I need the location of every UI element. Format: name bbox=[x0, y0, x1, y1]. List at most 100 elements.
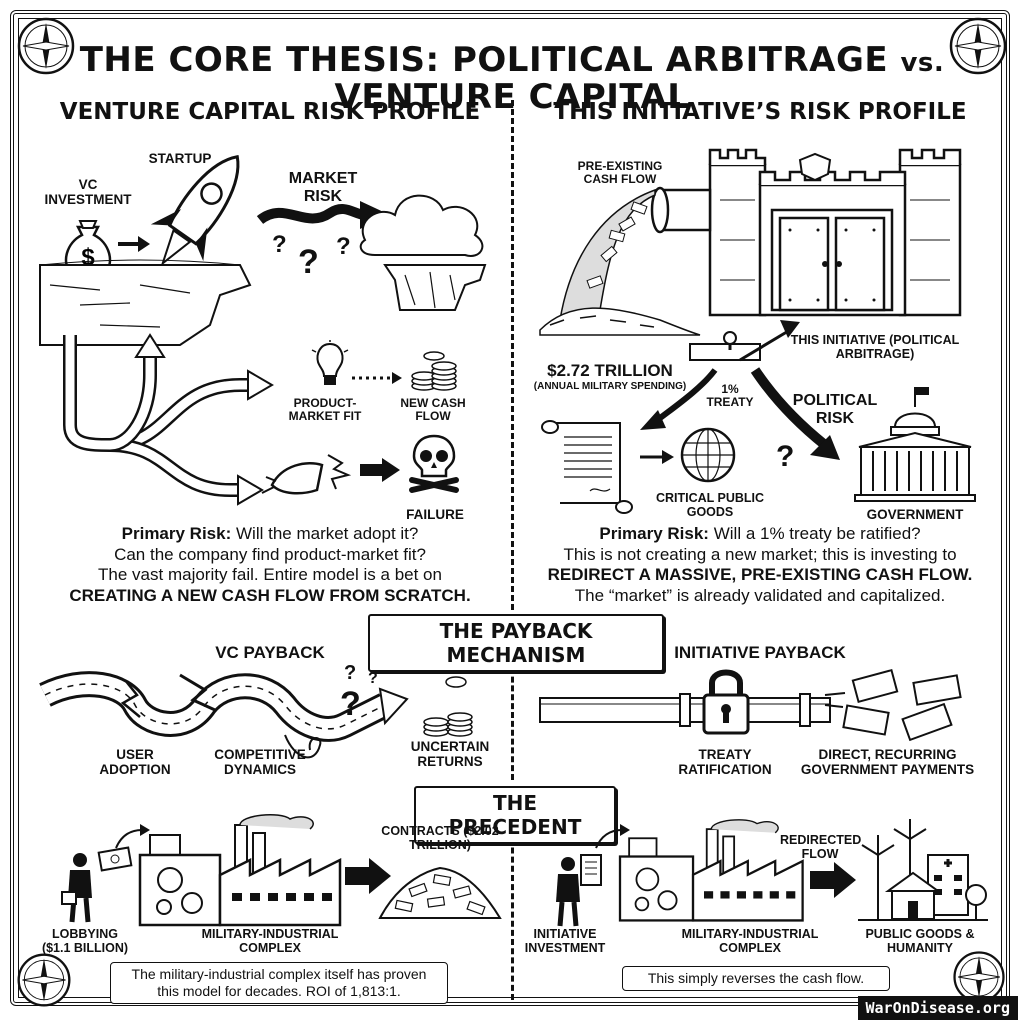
precedent-note-right: This simply reverses the cash flow. bbox=[622, 966, 890, 991]
government-label: Government bbox=[866, 507, 964, 522]
competitive-dynamics-label: Competitive Dynamics bbox=[214, 747, 306, 777]
vc-payback-heading: VC Payback bbox=[215, 643, 325, 662]
uncertain-returns-label: Uncertain Returns bbox=[410, 739, 490, 769]
divider-middle bbox=[511, 650, 514, 780]
money-pile-icon bbox=[378, 866, 502, 919]
question-mark-icon: ? bbox=[368, 670, 378, 687]
primary-risk-label: Primary Risk: bbox=[121, 524, 232, 543]
pipe-icon bbox=[539, 693, 831, 727]
cash-icon bbox=[97, 846, 133, 872]
user-adoption-label: User Adoption bbox=[99, 747, 171, 777]
arrow-icon bbox=[810, 862, 856, 898]
pre-existing-label: Pre-Existing Cash Flow bbox=[577, 159, 663, 187]
title-left: The Core Thesis: Political Arbitrage bbox=[79, 40, 889, 80]
question-mark-icon: ? bbox=[272, 231, 287, 258]
fortress-icon bbox=[708, 148, 962, 317]
lobbying-label: Lobbying ($1.1 Billion) bbox=[41, 927, 129, 955]
trillion-label: $2.72 Trillion bbox=[547, 361, 673, 380]
pipe-icon bbox=[539, 186, 712, 336]
compass-icon bbox=[17, 953, 71, 1007]
coins-icon bbox=[411, 351, 457, 391]
payments-label: Direct, Recurring Government Payments bbox=[800, 747, 975, 777]
payments-icon bbox=[824, 668, 962, 742]
capitol-icon bbox=[854, 387, 976, 502]
arrow-icon bbox=[118, 236, 150, 252]
primary-risk-text: Will the market adopt it? bbox=[236, 524, 419, 543]
contracts-label: Contracts ($2.02 Trillion) bbox=[381, 824, 499, 852]
factory-icon bbox=[618, 819, 804, 922]
divider-top bbox=[511, 100, 514, 610]
redirected-flow-label: Redirected Flow bbox=[780, 833, 862, 861]
payback-banner: The Payback Mechanism bbox=[368, 614, 664, 672]
vc-investment-label: VC Investment bbox=[44, 177, 132, 207]
winding-road-icon bbox=[39, 671, 409, 759]
init-risk-line2: This is not creating a new market; this … bbox=[563, 544, 957, 564]
scroll-icon bbox=[541, 420, 633, 514]
mic-label-right: Military-Industrial Complex bbox=[681, 927, 819, 955]
precedent-note-left: The military-industrial complex itself h… bbox=[110, 962, 448, 1004]
question-mark-icon: ? bbox=[336, 233, 351, 260]
startup-label: Startup bbox=[148, 151, 212, 166]
init-risk-line3: Redirect a massive, pre-existing cash fl… bbox=[547, 565, 973, 585]
globe-icon bbox=[680, 427, 736, 483]
public-goods-label: Public Goods & Humanity bbox=[865, 927, 975, 955]
public-goods-icon bbox=[858, 819, 988, 921]
compass-icon bbox=[17, 17, 75, 75]
market-risk-label: Market Risk bbox=[288, 170, 358, 205]
branch-arrows bbox=[640, 320, 840, 460]
vc-primary-risk: Primary Risk: Will the market adopt it? … bbox=[40, 524, 500, 607]
compass-icon bbox=[949, 17, 1007, 75]
mic-label-left: Military-Industrial Complex bbox=[201, 927, 339, 955]
factory-icon bbox=[138, 813, 342, 927]
initiative-payback-heading: Initiative Payback bbox=[674, 643, 846, 662]
treaty-ratification-label: Treaty Ratification bbox=[678, 747, 772, 777]
valve-icon bbox=[689, 331, 761, 361]
watermark: WarOnDisease.org bbox=[857, 996, 1018, 1020]
title-vs: vs. bbox=[900, 48, 945, 78]
skull-icon bbox=[409, 434, 459, 493]
vc-risk-line2: Can the company find product-market fit? bbox=[114, 544, 426, 564]
vc-risk-line4: Creating a new cash flow from scratch. bbox=[69, 586, 471, 606]
treaty-label: 1% Treaty bbox=[706, 382, 754, 410]
page-frame-inner bbox=[18, 18, 1002, 998]
lightbulb-icon bbox=[311, 340, 349, 385]
political-risk-label: Political Risk bbox=[792, 392, 878, 427]
primary-risk-text: Will a 1% treaty be ratified? bbox=[713, 524, 921, 543]
question-mark-icon: ? bbox=[340, 685, 361, 723]
padlock-icon bbox=[702, 669, 750, 735]
init-risk-line4: The “market” is already validated and ca… bbox=[574, 586, 946, 606]
failure-label: Failure bbox=[406, 507, 464, 522]
initiative-investment-label: Initiative Investment bbox=[524, 927, 606, 955]
question-mark-icon: ? bbox=[776, 440, 795, 473]
arrow-icon bbox=[360, 458, 400, 482]
arrow-icon bbox=[640, 450, 674, 464]
path-arrows bbox=[63, 333, 274, 506]
arrow-icon bbox=[595, 824, 630, 849]
vc-section-heading: Venture Capital Risk Profile bbox=[59, 99, 481, 125]
this-initiative-label: This Initiative (Political Arbitrage) bbox=[790, 333, 960, 361]
divider-bottom bbox=[511, 820, 514, 1000]
scroll-icon bbox=[580, 854, 602, 886]
critical-goods-label: Critical Public Goods bbox=[655, 491, 765, 519]
cloud-icon bbox=[359, 194, 487, 311]
precedent-banner: The Precedent bbox=[414, 786, 616, 844]
initiative-primary-risk: Primary Risk: Will a 1% treaty be ratifi… bbox=[525, 524, 995, 607]
person-icon bbox=[61, 853, 92, 923]
question-mark-icon: ? bbox=[298, 243, 319, 281]
compass-icon bbox=[953, 951, 1005, 1003]
initiative-section-heading: This Initiative’s Risk Profile bbox=[553, 99, 967, 125]
new-cash-flow-label: New Cash Flow bbox=[400, 396, 466, 424]
page-frame bbox=[10, 10, 1010, 1006]
broken-rocket-icon bbox=[261, 454, 352, 495]
arrow-icon bbox=[345, 858, 391, 894]
primary-risk-label: Primary Risk: bbox=[599, 524, 709, 543]
person-icon bbox=[556, 857, 580, 927]
product-market-fit-label: Product-Market Fit bbox=[288, 396, 362, 424]
dotted-arrow bbox=[352, 372, 402, 384]
annual-spending-label: (Annual Military Spending) bbox=[533, 381, 687, 392]
rocket-icon bbox=[150, 155, 240, 267]
arrow-icon bbox=[115, 824, 150, 849]
vc-risk-line3: The vast majority fail. Entire model is … bbox=[98, 565, 442, 585]
coins-icon bbox=[423, 676, 473, 737]
question-mark-icon: ? bbox=[344, 662, 357, 684]
